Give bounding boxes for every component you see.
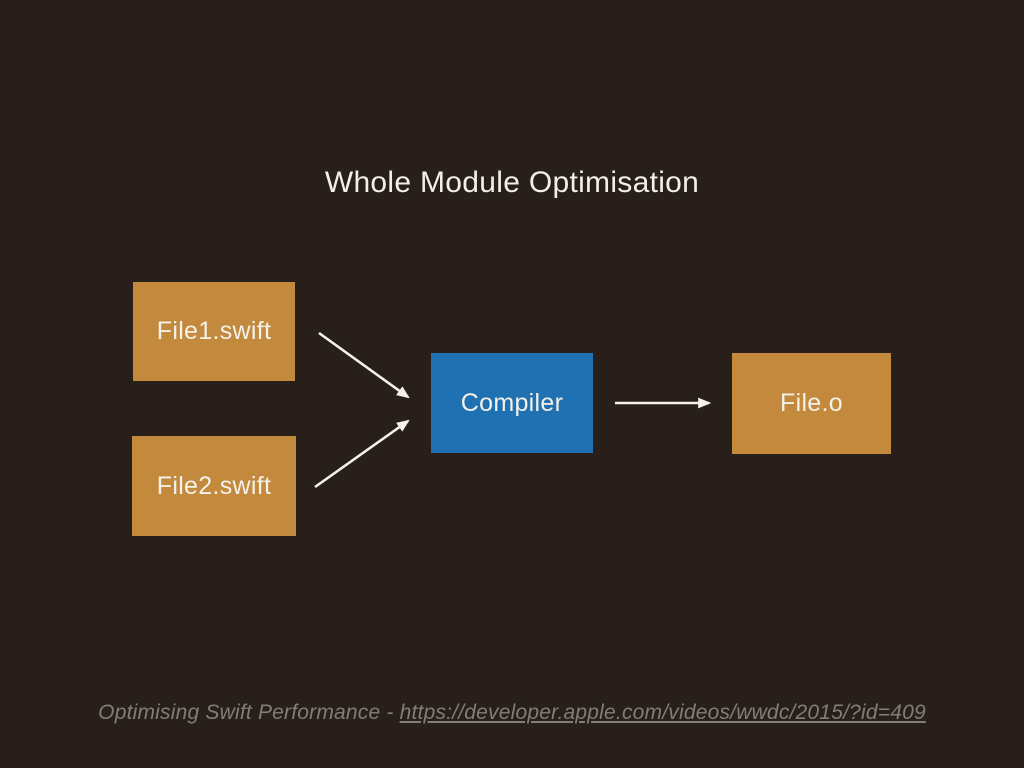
footer: Optimising Swift Performance - https://d… <box>0 701 1024 725</box>
arrow-file2-to-compiler <box>314 419 410 489</box>
node-file1-label: File1.swift <box>156 317 272 345</box>
node-file1-swift: File1.swift <box>133 282 295 381</box>
slide-title: Whole Module Optimisation <box>324 166 700 199</box>
node-file2-swift: File2.swift <box>132 436 296 536</box>
node-file2-label: File2.swift <box>156 471 272 500</box>
footer-credit-text: Optimising Swift Performance - <box>98 701 400 724</box>
footer-video-link[interactable]: https://developer.apple.com/videos/wwdc/… <box>399 701 926 724</box>
node-compiler: Compiler <box>431 353 593 453</box>
node-file-o-label: File.o <box>780 389 843 417</box>
arrow-file1-to-compiler <box>318 331 410 399</box>
node-compiler-label: Compiler <box>460 388 564 417</box>
node-file-o: File.o <box>732 353 891 454</box>
